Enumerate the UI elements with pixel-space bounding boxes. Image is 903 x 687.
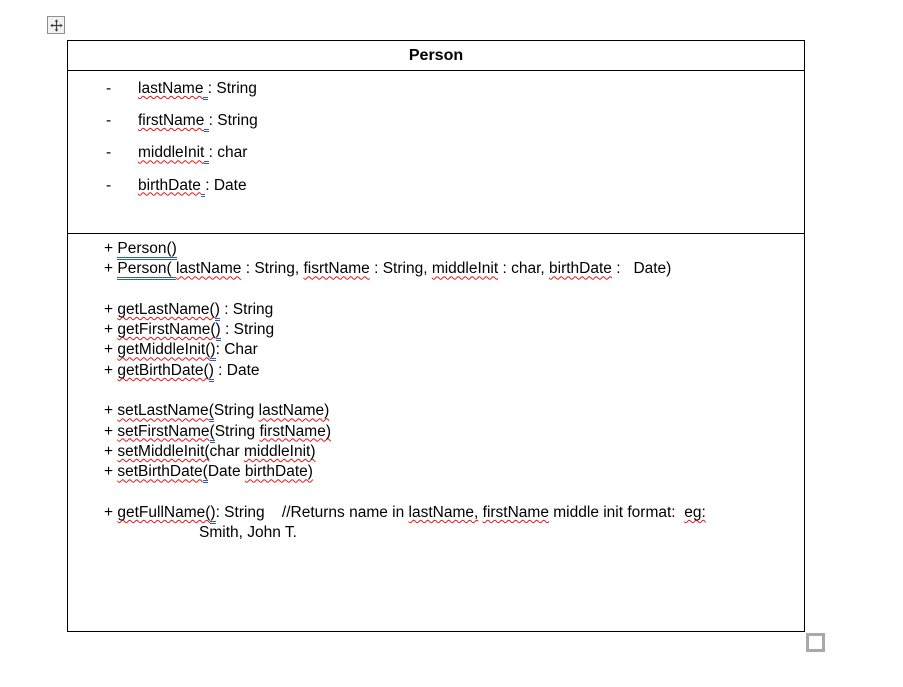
spellcheck-flagged-text: setLastName (117, 402, 209, 420)
table-resize-handle[interactable] (806, 633, 825, 652)
text-segment: + (104, 260, 118, 278)
text-segment: + (104, 361, 118, 379)
spellcheck-flagged-text: middleInit) (244, 442, 316, 460)
uml-text-line: + getBirthDate() : Date (104, 361, 798, 382)
text-segment: middle init format: (548, 503, 685, 521)
blank-line (104, 381, 798, 401)
list-bullet: - (106, 176, 112, 194)
text-segment: + (104, 321, 118, 339)
text-segment: + (104, 463, 118, 481)
format-flagged-text: ) (210, 341, 216, 362)
spellcheck-flagged-text: lastName (175, 260, 242, 278)
format-flagged-text: ) (214, 300, 220, 321)
format-flagged-text: ) (215, 321, 221, 342)
table-move-handle[interactable] (47, 16, 65, 34)
text-segment: : Date (213, 361, 260, 379)
spellcheck-flagged-text: birthDate (138, 176, 201, 194)
spellcheck-flagged-text: lastName (138, 80, 204, 97)
text-segment: + (104, 240, 118, 257)
uml-text-line: + setLastName(String lastName) (104, 401, 798, 423)
text-segment: + (104, 422, 118, 440)
spellcheck-flagged-text: lastName, (408, 503, 479, 521)
format-flagged-text: ( (202, 463, 208, 484)
text-segment: String (214, 422, 260, 440)
uml-text-line: - firstName : String (106, 105, 798, 137)
list-bullet: - (106, 112, 112, 130)
move-cross-icon (49, 18, 63, 32)
text-segment: : Date (205, 176, 247, 194)
spellcheck-flagged-text: firstName (138, 112, 205, 130)
text-segment: Date (207, 463, 245, 481)
spellcheck-flagged-text: middleInit (138, 144, 205, 162)
text-segment: String (213, 402, 259, 420)
text-segment: : Char (215, 341, 258, 359)
spellcheck-flagged-text: getBirthDate( (117, 361, 209, 379)
uml-text-line: - middleInit : char (106, 137, 798, 169)
text-segment: + (104, 300, 118, 318)
text-segment: + (104, 442, 118, 460)
text-segment: : char, (498, 260, 549, 278)
spellcheck-flagged-text: birthDate (549, 260, 612, 278)
spellcheck-flagged-text: setMiddleInit( (117, 442, 210, 460)
text-segment: : char (208, 144, 248, 162)
spellcheck-flagged-text: getFirstName( (117, 321, 216, 339)
format-flagged-text: ( (208, 402, 214, 423)
uml-text-line: + Person( lastName : String, fisrtName :… (104, 259, 798, 281)
list-bullet: - (106, 144, 112, 162)
text-segment: : String //Returns name in (215, 503, 409, 521)
uml-text-line: + Person() (104, 239, 798, 260)
text-segment: : Date) (611, 260, 672, 278)
text-segment: char (209, 442, 245, 460)
list-bullet: - (106, 80, 112, 97)
format-flagged-text: ( (209, 422, 215, 443)
methods-compartment[interactable]: + Person()+ Person( lastName : String, f… (68, 234, 804, 631)
uml-text-line: + getFullName(): String //Returns name i… (104, 503, 798, 524)
text-segment: : String (220, 321, 275, 339)
uml-text-line: + getMiddleInit(): Char (104, 340, 798, 362)
spellcheck-flagged-text: lastName) (258, 402, 330, 420)
uml-text-line: + setFirstName(String firstName) (104, 422, 798, 443)
text-segment: + (104, 503, 118, 521)
text-segment: : String, (241, 260, 304, 278)
uml-text-line: - lastName : String (106, 73, 798, 105)
uml-text-line: + getFirstName() : String (104, 320, 798, 342)
uml-text-line: + setMiddleInit(char middleInit) (104, 442, 798, 462)
text-segment: : String (207, 80, 257, 97)
class-name: Person (408, 46, 464, 64)
uml-class-table: Person - lastName : String - firstName : St… (67, 40, 805, 632)
text-segment: : String (208, 112, 258, 130)
format-flagged-text: ) (208, 361, 214, 382)
spellcheck-flagged-text: getMiddleInit( (117, 341, 211, 359)
spellcheck-flagged-text: setFirstName (117, 422, 210, 440)
spellcheck-flagged-text: birthDate) (244, 463, 313, 481)
blank-line (104, 280, 798, 300)
format-flagged-text: ) (210, 503, 216, 524)
spellcheck-flagged-text: setBirthDate (117, 463, 203, 481)
spellcheck-flagged-text: firstName) (259, 422, 331, 440)
blank-line (104, 483, 798, 503)
text-segment: + (104, 341, 118, 359)
format-flagged-text: Person( (117, 260, 176, 281)
spellcheck-flagged-text: getFullName( (117, 503, 211, 521)
text-segment: : String (219, 300, 274, 318)
uml-text-line: - birthDate : Date (106, 170, 798, 202)
spellcheck-flagged-text: eg: (684, 503, 706, 521)
spellcheck-flagged-text: middleInit (431, 260, 499, 278)
text-segment: Smith, John T. (199, 524, 297, 542)
spellcheck-flagged-text: getLastName( (117, 300, 215, 318)
spellcheck-flagged-text: firstName (482, 503, 549, 521)
text-segment: + (104, 402, 118, 420)
attributes-compartment[interactable]: - lastName : String - firstName : String - mi… (68, 71, 804, 234)
class-title-compartment[interactable]: Person (68, 41, 804, 71)
uml-text-line: + setBirthDate(Date birthDate) (104, 462, 798, 484)
uml-text-line: + getLastName() : String (104, 300, 798, 321)
uml-text-line: Smith, John T. (104, 523, 798, 543)
text-segment: : String, (369, 260, 432, 278)
format-flagged-text: Person() (117, 240, 177, 260)
spellcheck-flagged-text: fisrtName (303, 260, 370, 278)
